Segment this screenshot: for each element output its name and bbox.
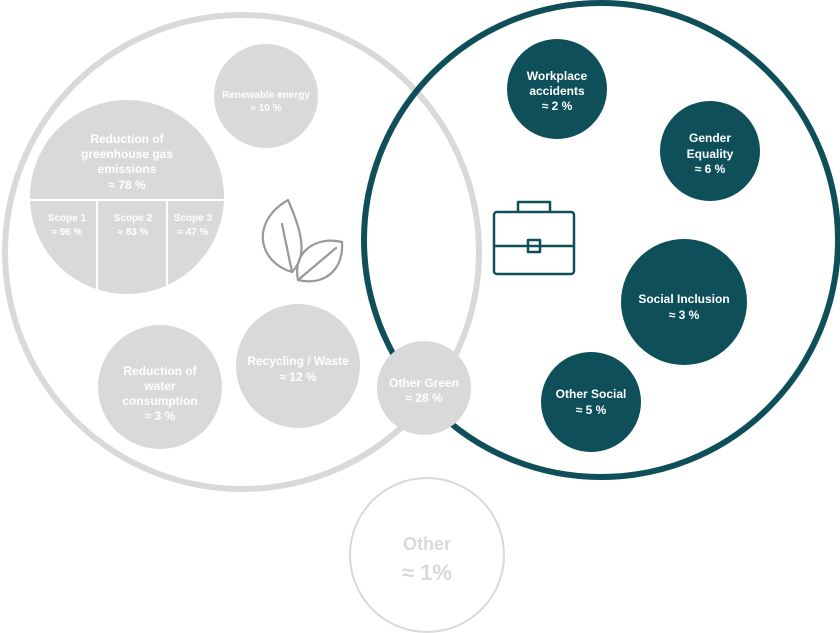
scope-1-value: ≈ 96 % [51,227,82,238]
other-value: ≈ 1% [402,560,452,585]
water-label-line-2: water [143,379,176,393]
workplace-label-line-1: Workplace [527,69,588,83]
other-label: Other [403,534,451,554]
other-green-bubble: Other Green ≈ 28 % [377,341,471,435]
scope-3-label: Scope 3 [174,213,213,224]
water-label-line-3: consumption [122,394,197,408]
recycling-label: Recycling / Waste [247,354,349,368]
ghg-reduction-bubble: Reduction of greenhouse gas emissions ≈ … [30,100,224,294]
other-bubble: Other ≈ 1% [349,477,505,633]
ghg-label-line-3: emissions [98,162,157,176]
ghg-label-line-1: Reduction of [90,132,164,146]
recycling-value: ≈ 12 % [279,370,317,384]
other-social-bubble: Other Social ≈ 5 % [541,352,641,452]
other-social-label: Other Social [556,387,627,401]
gender-label-line-1: Gender [689,131,731,145]
scope-1-label: Scope 1 [48,213,87,224]
briefcase-icon [492,200,576,276]
scope-2-value: ≈ 83 % [117,227,148,238]
social-inclusion-label: Social Inclusion [638,292,729,306]
gender-value: ≈ 6 % [695,162,726,176]
leaves-icon [261,198,344,283]
water-label-line-1: Reduction of [123,364,197,378]
renewable-energy-bubble: Renewable energy ≈ 10 % [214,44,318,148]
gender-equality-bubble: Gender Equality ≈ 6 % [660,101,760,201]
ghg-value: ≈ 78 % [108,178,146,192]
workplace-value: ≈ 2 % [542,99,573,113]
gender-label-line-2: Equality [687,147,734,161]
workplace-label-line-2: accidents [529,84,585,98]
other-green-value: ≈ 28 % [405,391,443,405]
workplace-accidents-bubble: Workplace accidents ≈ 2 % [507,39,607,139]
social-inclusion-bubble: Social Inclusion ≈ 3 % [621,239,747,365]
green-category-ring [2,12,482,492]
ghg-label-line-2: greenhouse gas [81,147,173,161]
scope-2-label: Scope 2 [114,213,153,224]
recycling-bubble: Recycling / Waste ≈ 12 % [236,304,360,428]
water-reduction-bubble: Reduction of water consumption ≈ 3 % [98,325,222,449]
social-inclusion-value: ≈ 3 % [669,308,700,322]
renewable-energy-label: Renewable energy [222,90,310,101]
other-social-value: ≈ 5 % [576,403,607,417]
other-green-label: Other Green [389,376,459,390]
social-category-ring [361,0,840,480]
water-value: ≈ 3 % [145,409,176,423]
scope-3-value: ≈ 47 % [177,227,208,238]
renewable-energy-value: ≈ 10 % [250,103,281,114]
